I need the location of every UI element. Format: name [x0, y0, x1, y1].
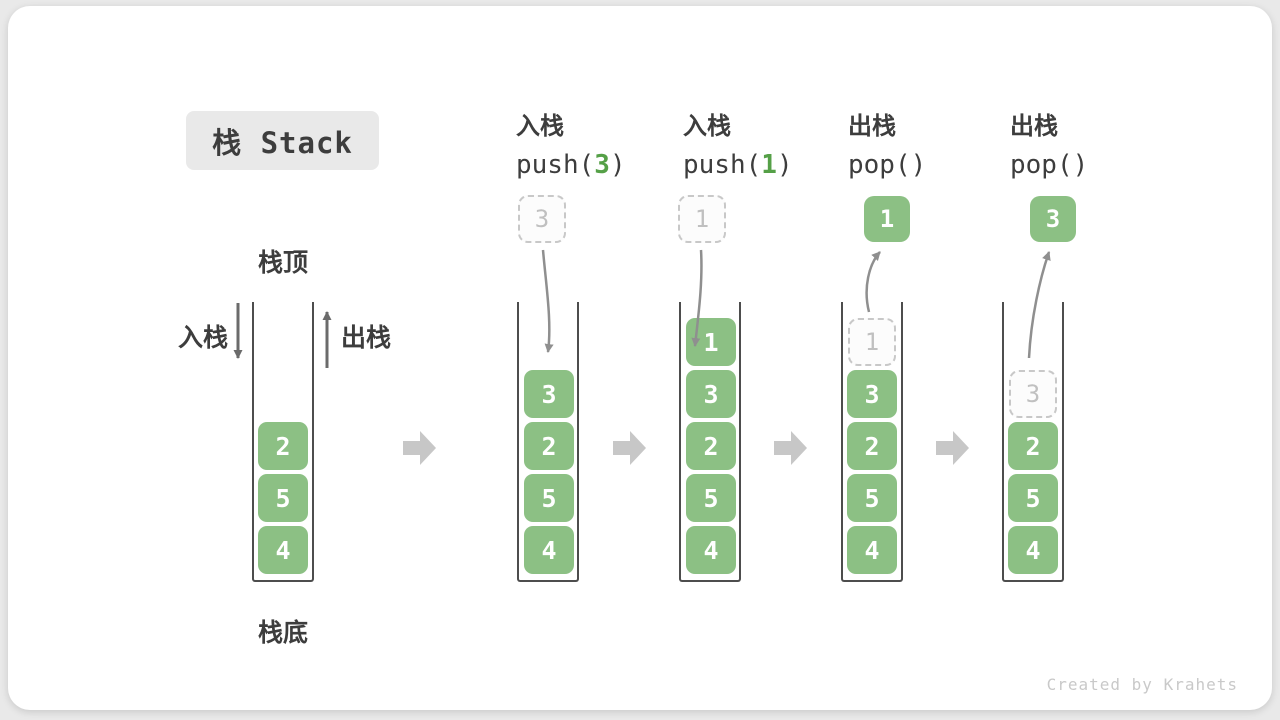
op-code-arg: 1: [761, 150, 777, 180]
stack-cell: 4: [686, 526, 736, 574]
stack-cell: 2: [1008, 422, 1058, 470]
op-code-post: ): [776, 150, 793, 180]
op-code-label: push(3): [516, 150, 676, 180]
watermark: Created by Krahets: [1046, 675, 1238, 694]
stack-cell: 4: [258, 526, 308, 574]
stack-top-label: 栈顶: [257, 249, 309, 277]
step-arrow-icon: [403, 431, 436, 465]
stack-cell: 4: [524, 526, 574, 574]
stack-cell: 3: [847, 370, 897, 418]
pop-side-label: 出栈: [341, 324, 392, 352]
step-arrow-icon: [774, 431, 807, 465]
op-code-post: ): [609, 150, 626, 180]
op-header-pop1: 出栈 pop(): [848, 106, 1008, 180]
incoming-value-box: 1: [678, 195, 726, 243]
op-zh-label: 入栈: [683, 113, 731, 140]
incoming-value-box: 3: [518, 195, 566, 243]
stack-cell: 2: [524, 422, 574, 470]
title-badge: 栈 Stack: [186, 111, 379, 170]
op-header-pop3: 出栈 pop(): [1010, 106, 1170, 180]
stack-cell: 2: [258, 422, 308, 470]
stack-cell: 5: [686, 474, 736, 522]
stack-cell: 2: [847, 422, 897, 470]
op-code-pre: pop(: [848, 150, 911, 180]
stack-cell: 5: [524, 474, 574, 522]
popped-value-box: 3: [1030, 196, 1076, 242]
op-code-post: ): [1072, 150, 1089, 180]
stack-cell: 4: [847, 526, 897, 574]
ghost-cell: 1: [848, 318, 896, 366]
stack-cell: 4: [1008, 526, 1058, 574]
op-code-arg: 3: [594, 150, 610, 180]
push-side-label: 入栈: [178, 324, 229, 352]
stack-cell: 3: [686, 370, 736, 418]
op-code-pre: pop(: [1010, 150, 1073, 180]
op-header-push3: 入栈 push(3): [516, 106, 676, 180]
stack-cell: 2: [686, 422, 736, 470]
popped-value-box: 1: [864, 196, 910, 242]
op-code-label: push(1): [683, 150, 843, 180]
stack-cell: 5: [258, 474, 308, 522]
step-arrow-icon: [936, 431, 969, 465]
title-text: 栈 Stack: [212, 125, 353, 160]
op-zh-label: 出栈: [1010, 113, 1058, 140]
stack-cell: 5: [847, 474, 897, 522]
stack-cell: 1: [686, 318, 736, 366]
op-code-label: pop(): [1010, 150, 1170, 180]
stack-cell: 3: [524, 370, 574, 418]
op-zh-label: 出栈: [848, 113, 896, 140]
op-code-label: pop(): [848, 150, 1008, 180]
step-arrow-icon: [613, 431, 646, 465]
stack-cell: 5: [1008, 474, 1058, 522]
stack-bottom-label: 栈底: [257, 619, 309, 647]
op-zh-label: 入栈: [516, 113, 564, 140]
op-header-push1: 入栈 push(1): [683, 106, 843, 180]
ghost-cell: 3: [1009, 370, 1057, 418]
op-code-post: ): [910, 150, 927, 180]
op-code-pre: push(: [683, 150, 762, 180]
op-code-pre: push(: [516, 150, 595, 180]
